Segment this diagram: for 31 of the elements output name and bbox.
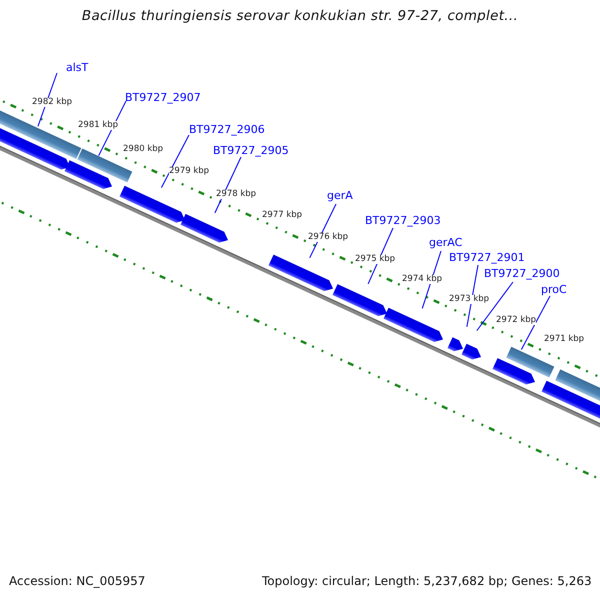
- leader-line: [422, 250, 442, 309]
- leader-line: [466, 264, 478, 328]
- position-label: 2978 kbp: [216, 190, 256, 198]
- gene-label: BT9727_2907: [125, 92, 201, 103]
- position-label: 2971 kbp: [544, 335, 584, 344]
- gene-label: BT9727_2905: [213, 145, 289, 156]
- accession-text: Accession: NC_005957: [9, 575, 146, 587]
- gene-label: alsT: [66, 62, 88, 73]
- diagram-title: Bacillus thuringiensis serovar konkukian str. 97-27, complet...: [80, 10, 520, 24]
- leader-line: [476, 282, 514, 332]
- gene-label: proC: [541, 284, 567, 295]
- position-label: 2980 kbp: [123, 145, 164, 154]
- position-label: 2976 kbp: [308, 233, 348, 242]
- position-label: 2973 kbp: [449, 295, 490, 304]
- position-label: 2972 kbp: [496, 316, 536, 324]
- gene-label: gerA: [327, 190, 353, 201]
- gene-label: BT9727_2906: [189, 124, 265, 135]
- position-label: 2981 kbp: [78, 121, 118, 130]
- gene-label: BT9727_2901: [449, 252, 525, 263]
- gene-label: gerAC: [429, 237, 462, 248]
- leader-line: [520, 296, 550, 350]
- position-label: 2977 kbp: [262, 211, 302, 220]
- position-label: 2974 kbp: [402, 275, 442, 284]
- leader-line: [160, 134, 190, 188]
- position-label: 2975 kbp: [355, 255, 396, 264]
- position-label: 2982 kbp: [32, 98, 72, 106]
- gene-label: BT9727_2900: [484, 268, 560, 279]
- leader-line: [98, 100, 126, 156]
- gene-label: BT9727_2903: [365, 215, 441, 226]
- genome-summary: Topology: circular; Length: 5,237,682 bp; Genes: 5,263: [262, 575, 592, 587]
- position-label: 2979 kbp: [169, 167, 210, 176]
